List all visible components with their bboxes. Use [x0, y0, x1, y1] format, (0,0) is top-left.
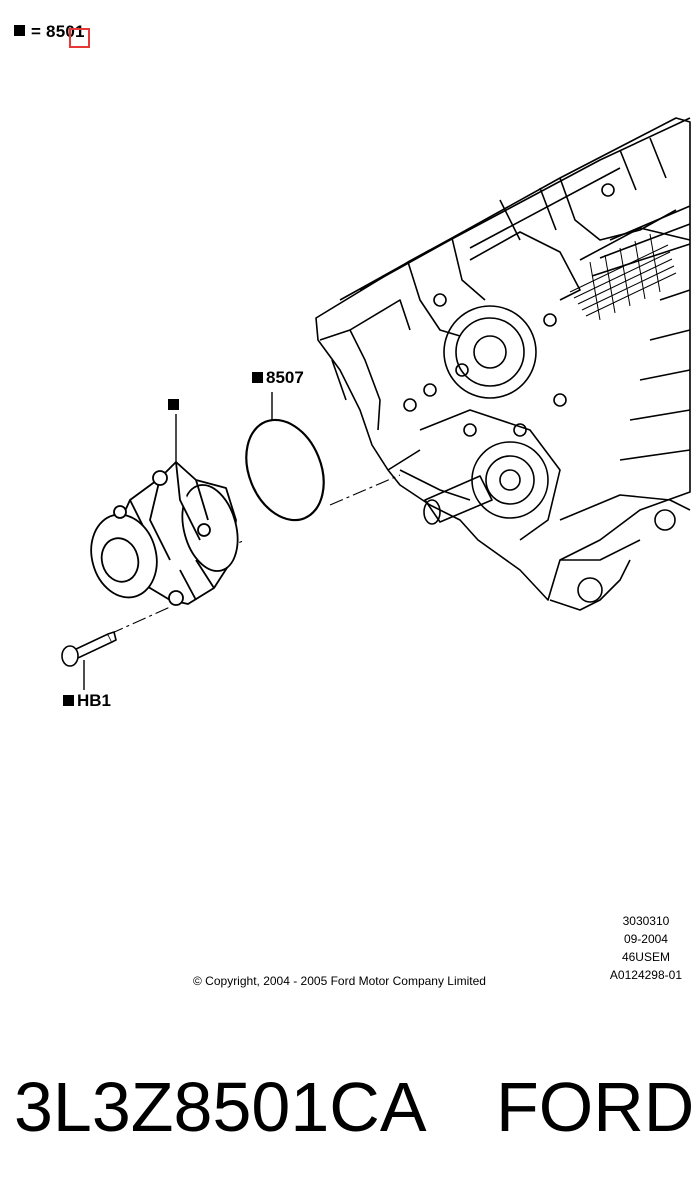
- water-pump: [90, 461, 239, 606]
- callout-pump: [168, 396, 182, 414]
- drawing-id: A0124298-01: [609, 968, 682, 982]
- drawing-info: 3030310 09-2004 46USEM A0124298-01: [610, 912, 682, 984]
- callout-bolt: HB1: [63, 692, 111, 710]
- brand-name: FORD: [496, 1068, 695, 1146]
- copyright-notice: © Copyright, 2004 - 2005 Ford Motor Comp…: [193, 974, 486, 988]
- highlight-box: [69, 28, 90, 48]
- mounting-bolt: [61, 630, 117, 667]
- part-label: 3L3Z8501CA FORD: [14, 1062, 694, 1152]
- square-marker-icon: [168, 399, 179, 410]
- leader-lines: [83, 392, 273, 690]
- callout-gasket: 8507: [252, 369, 304, 387]
- square-marker-icon: [63, 695, 74, 706]
- gasket-ring: [245, 418, 325, 522]
- drawing-date: 09-2004: [623, 932, 668, 946]
- drawing-code: 3030310: [622, 914, 670, 928]
- callout-bolt-label: HB1: [77, 691, 112, 710]
- drawing-market: 46USEM: [621, 950, 670, 964]
- legend-text: = 8501: [31, 22, 85, 41]
- engine-block: [315, 117, 691, 611]
- square-marker-icon: [252, 372, 263, 383]
- callout-gasket-label: 8507: [266, 368, 304, 387]
- hatch-area: [569, 233, 677, 321]
- square-marker-icon: [14, 25, 25, 36]
- part-number: 3L3Z8501CA: [14, 1068, 427, 1146]
- legend-key: = 8501: [14, 22, 85, 42]
